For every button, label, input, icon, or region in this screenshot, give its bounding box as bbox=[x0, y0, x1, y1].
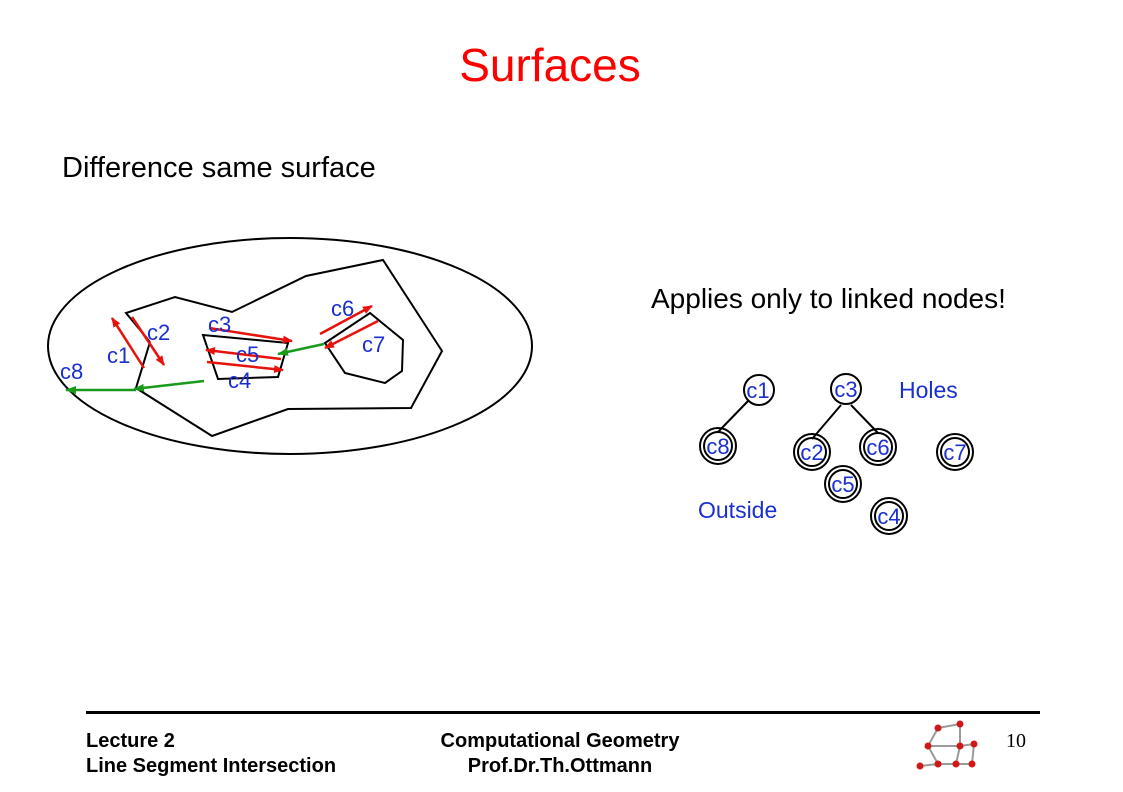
tree-label-c8: c8 bbox=[706, 434, 729, 459]
c4-arrow bbox=[206, 360, 284, 374]
footer-course: Computational Geometry Prof.Dr.Th.Ottman… bbox=[400, 729, 720, 779]
tree-node-c1 bbox=[743, 374, 775, 406]
inner-hole-polygon bbox=[201, 333, 290, 381]
tree-node-c5-outer bbox=[824, 465, 862, 503]
footer-lecture-topic: Line Segment Intersection bbox=[86, 755, 337, 777]
page-number: 10 bbox=[1006, 730, 1026, 752]
label-c4: c4 bbox=[228, 368, 251, 393]
outer-boundary-polygon bbox=[124, 258, 444, 438]
tree-node-c7-inner bbox=[940, 437, 970, 467]
c1-arrow bbox=[110, 317, 146, 369]
outer-surface-ellipse bbox=[47, 237, 533, 455]
label-c6: c6 bbox=[331, 296, 354, 321]
footer-divider bbox=[86, 711, 1040, 714]
tree-node-c6-inner bbox=[863, 432, 893, 462]
label-c1: c1 bbox=[107, 343, 130, 368]
label-c2: c2 bbox=[147, 320, 170, 345]
outside-label: Outside bbox=[698, 497, 777, 523]
tree-edge-c3-c6 bbox=[850, 404, 879, 434]
tree-label-c3: c3 bbox=[834, 377, 857, 402]
tree-label-c5: c5 bbox=[831, 472, 854, 497]
tree-node-c8-inner bbox=[703, 431, 733, 461]
footer-professor: Prof.Dr.Th.Ottmann bbox=[467, 755, 653, 777]
university-logo-icon bbox=[916, 720, 978, 770]
tree-node-c6-outer bbox=[859, 428, 897, 466]
tree-node-c4-inner bbox=[874, 501, 904, 531]
tree-label-c6: c6 bbox=[866, 435, 889, 460]
footer-lecture-number: Lecture 2 bbox=[86, 730, 175, 752]
tree-node-c7-outer bbox=[936, 433, 974, 471]
tree-label-c2: c2 bbox=[800, 440, 823, 465]
c5-arrow bbox=[205, 347, 282, 361]
tree-node-c8-outer bbox=[699, 427, 737, 465]
c7-arrow bbox=[324, 319, 379, 350]
c6-arrow bbox=[319, 304, 373, 336]
label-c7: c7 bbox=[362, 332, 385, 357]
tree-label-c7: c7 bbox=[943, 440, 966, 465]
c3-arrow bbox=[208, 326, 293, 344]
link-arrow-hole bbox=[133, 379, 205, 392]
tree-edge-c3-c2 bbox=[811, 404, 842, 440]
slide-title: Surfaces bbox=[459, 39, 641, 91]
linked-nodes-note: Applies only to linked nodes! bbox=[651, 283, 1006, 314]
link-arrow-small-hole bbox=[277, 342, 325, 356]
footer-course-name: Computational Geometry bbox=[440, 730, 680, 752]
holes-label: Holes bbox=[899, 377, 958, 403]
tree-node-c5-inner bbox=[828, 469, 858, 499]
label-c8: c8 bbox=[60, 359, 83, 384]
label-c3: c3 bbox=[208, 312, 231, 337]
tree-node-c3 bbox=[830, 373, 862, 405]
tree-node-c2-inner bbox=[797, 437, 827, 467]
tree-edge-c1-c8 bbox=[717, 399, 750, 433]
tree-node-c2-outer bbox=[793, 433, 831, 471]
slide-subtitle: Difference same surface bbox=[62, 152, 376, 184]
tree-label-c1: c1 bbox=[746, 378, 769, 403]
tree-node-c4-outer bbox=[870, 497, 908, 535]
footer-lecture: Lecture 2 Line Segment Intersection bbox=[86, 729, 336, 779]
label-c5: c5 bbox=[236, 342, 259, 367]
tree-label-c4: c4 bbox=[877, 504, 900, 529]
c2-arrow bbox=[130, 316, 166, 366]
